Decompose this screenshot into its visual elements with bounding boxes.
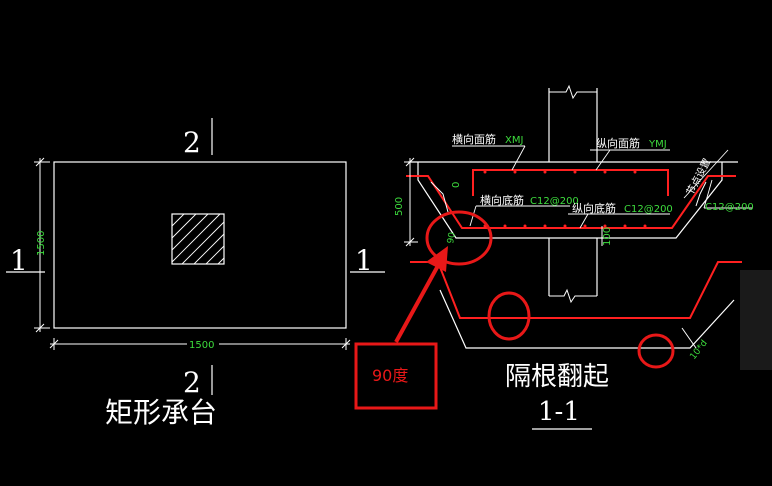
column-break-top bbox=[549, 84, 597, 100]
column-hatch bbox=[171, 213, 225, 265]
side-panel-edge bbox=[740, 270, 772, 370]
pile-cap-outline bbox=[53, 161, 347, 329]
highlight-circle-bend bbox=[487, 291, 531, 341]
callout-arrow-shaft bbox=[394, 261, 442, 343]
column-section bbox=[171, 213, 225, 265]
markup-annotations: 90度 bbox=[354, 210, 675, 410]
plan-view: 2 2 1 1 1500 1500 矩形承台 bbox=[6, 118, 385, 429]
dim-500-label: 500 bbox=[394, 197, 405, 216]
pile-break-bottom bbox=[549, 288, 597, 304]
label-longitudinal-bottom-code: C12@200 bbox=[624, 204, 673, 215]
bottom-rebar bbox=[406, 175, 736, 229]
highlight-circle-hook bbox=[425, 210, 493, 266]
leader-lines bbox=[452, 145, 752, 229]
highlight-circle-end bbox=[637, 333, 675, 369]
section-mark-1-right: 1 bbox=[355, 244, 373, 277]
bending-rebar-lower bbox=[439, 289, 735, 349]
angle-90-label: 90 bbox=[446, 231, 458, 244]
dim-height-label: 1500 bbox=[36, 231, 47, 256]
dim-zero-label: 0 bbox=[451, 182, 462, 188]
callout-box bbox=[354, 342, 438, 410]
label-longitudinal-bottom: 纵向底筋 bbox=[572, 201, 616, 215]
label-right-code: C12@200 bbox=[705, 202, 754, 213]
label-transverse-bottom-code: C12@200 bbox=[530, 196, 579, 207]
dim-width-label: 1500 bbox=[189, 340, 214, 351]
callout-text: 90度 bbox=[372, 366, 408, 385]
section-mark-1-left: 1 bbox=[10, 244, 28, 277]
label-transverse-top-code: XMJ bbox=[505, 135, 523, 146]
label-transverse-bottom: 横向底筋 bbox=[480, 193, 524, 207]
callout-arrow-head bbox=[426, 246, 448, 272]
section-title-sub: 1-1 bbox=[538, 397, 580, 427]
top-rebar bbox=[472, 169, 669, 196]
dim-100-label: 100 bbox=[602, 227, 613, 246]
label-transverse-top: 横向面筋 bbox=[452, 132, 496, 146]
plan-title: 矩形承台 bbox=[105, 396, 217, 429]
label-longitudinal-top: 纵向面筋 bbox=[596, 136, 640, 150]
section-mark-2-top: 2 bbox=[183, 126, 201, 159]
section-title-main: 隔根翻起 bbox=[505, 362, 609, 392]
label-longitudinal-top-code: YMJ bbox=[648, 139, 667, 150]
section-mark-2-bottom: 2 bbox=[183, 366, 201, 399]
